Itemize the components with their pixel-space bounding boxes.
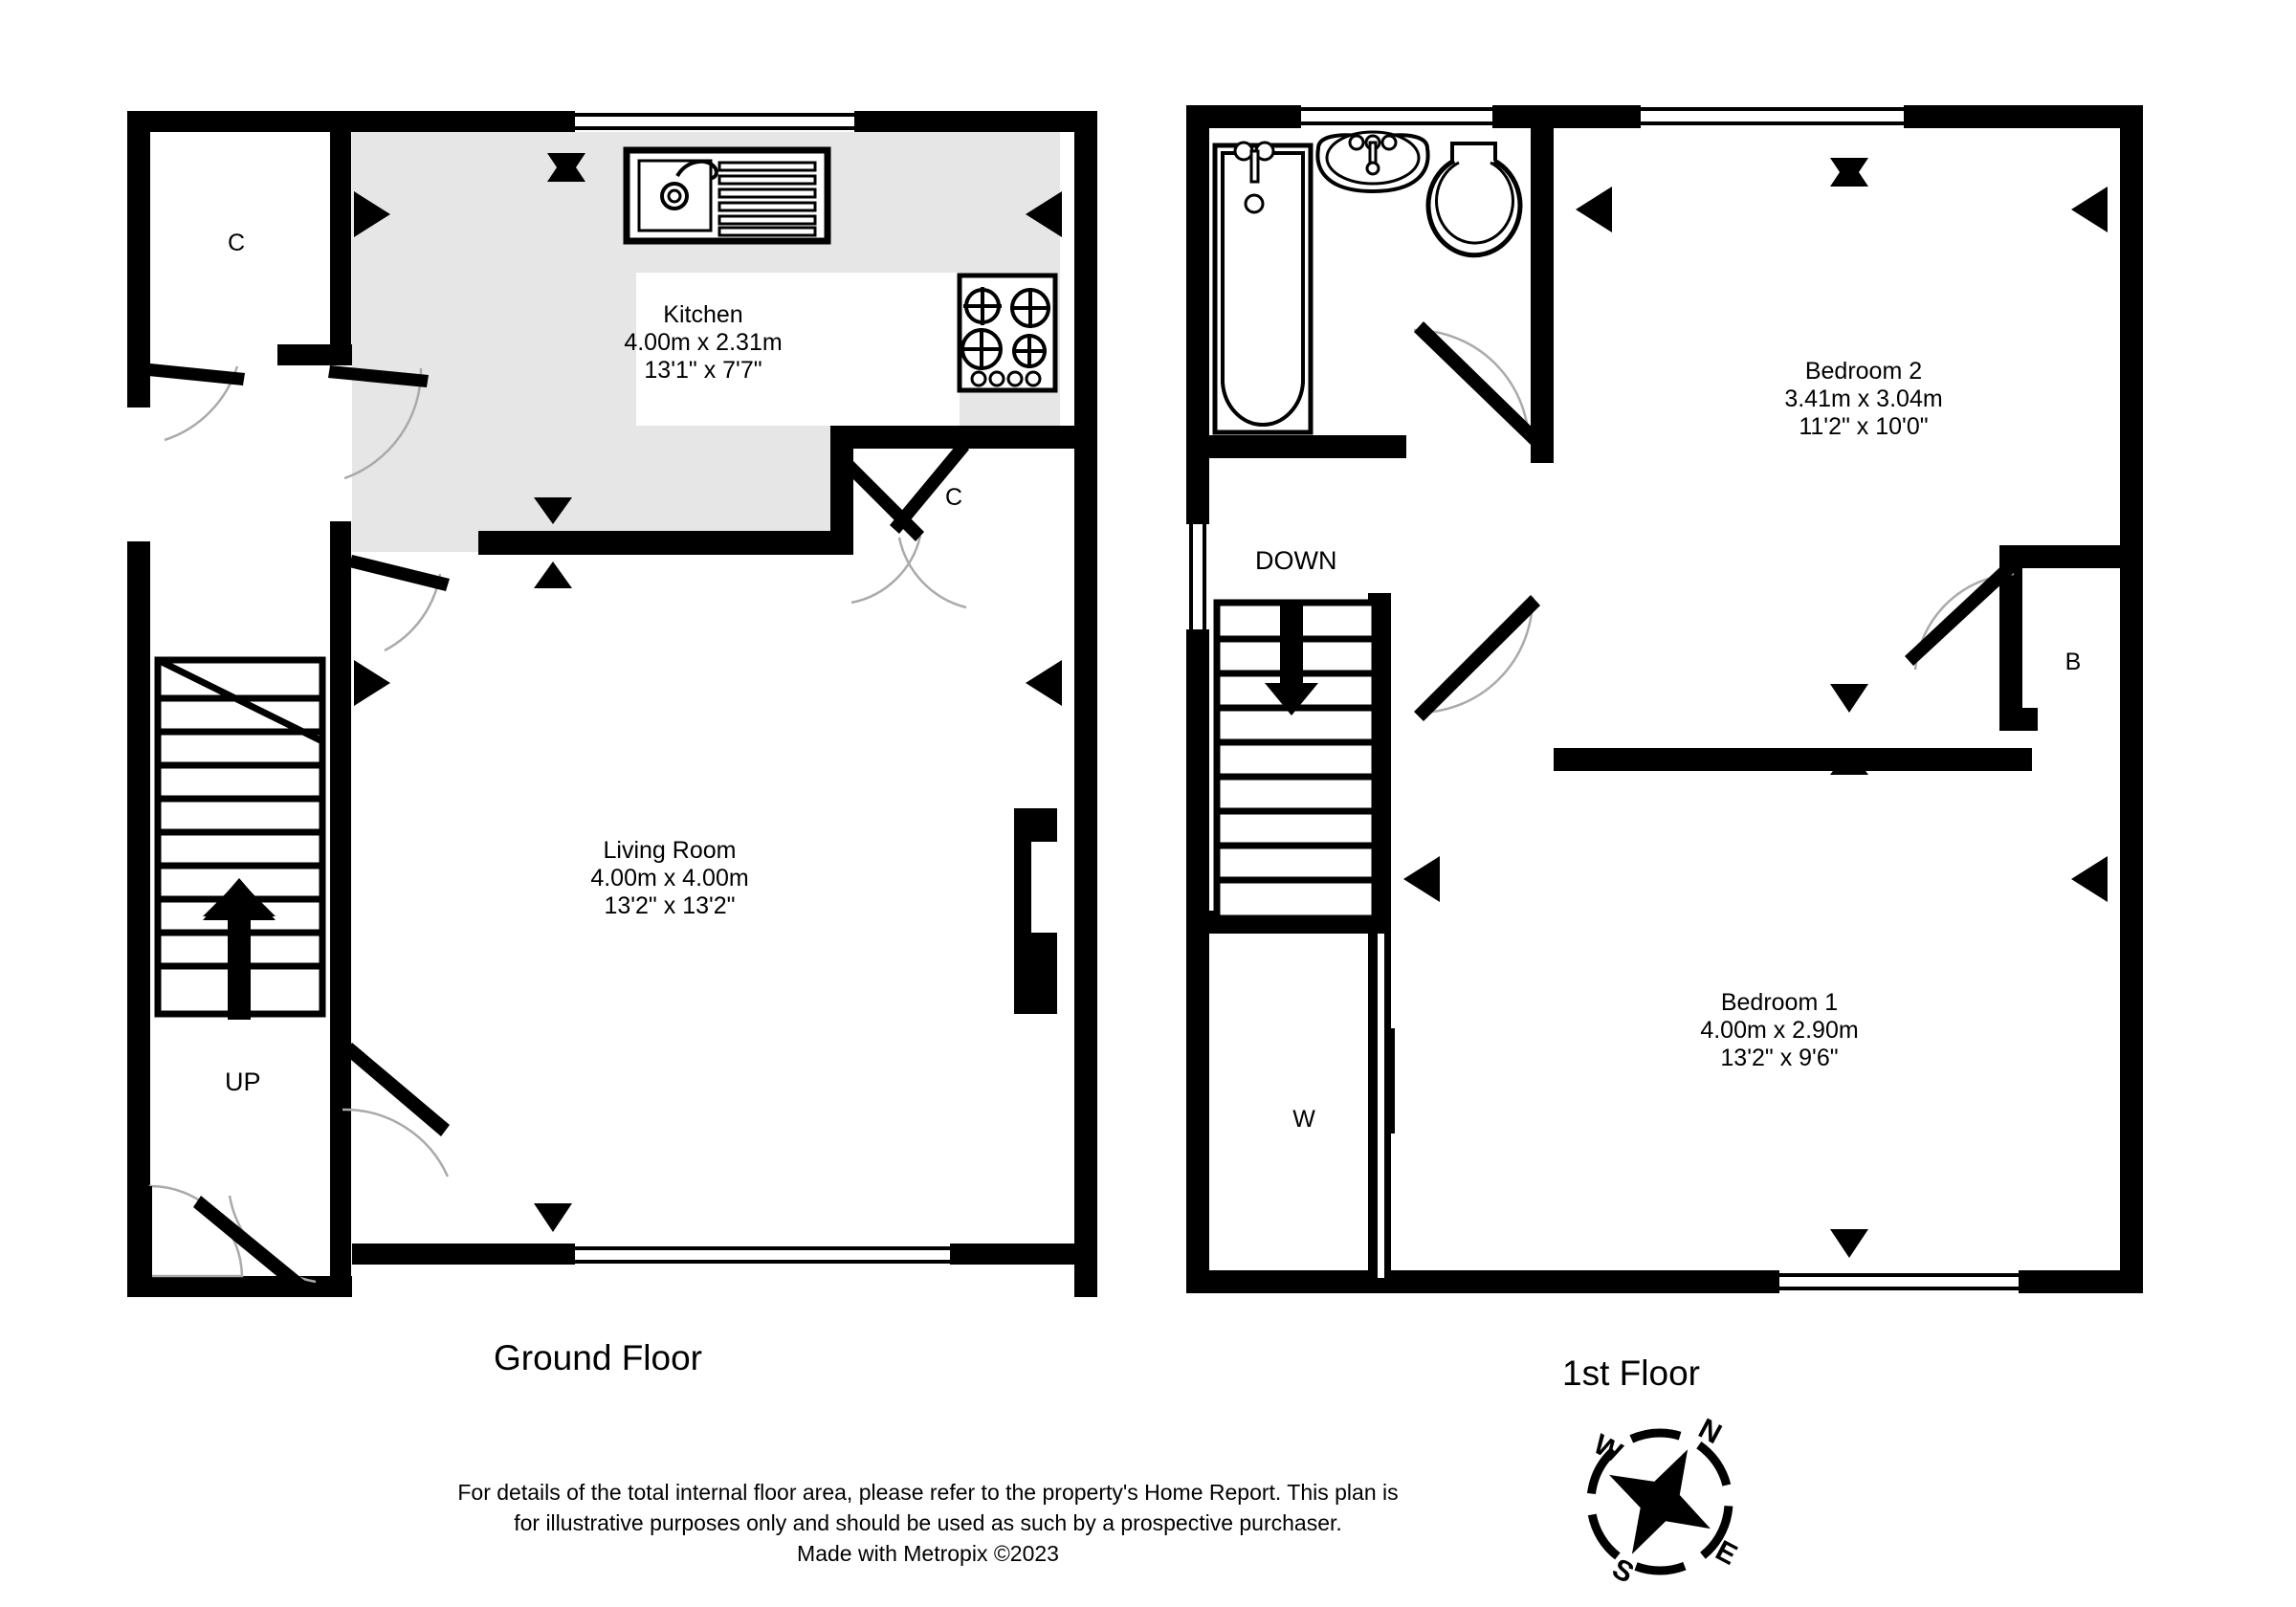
window-bedroom2-top [1641, 105, 1904, 128]
bedroom1-dim-imperial: 13'2" x 9'6" [1720, 1045, 1838, 1071]
kitchen-label-group: Kitchen 4.00m x 2.31m 13'1" x 7'7" [624, 301, 782, 384]
ground-floor-view-arrows [354, 153, 1062, 1232]
window-bathroom-top [1301, 105, 1492, 128]
kitchen-name: Kitchen [663, 301, 742, 328]
bedroom2-dim-imperial: 11'2" x 10'0" [1799, 413, 1928, 440]
bathroom-washbasin-fixture [1315, 130, 1430, 194]
ground-floor-title: Ground Floor [494, 1338, 702, 1377]
first-floor-windows [1186, 105, 2019, 1293]
living-room-label-group: Living Room 4.00m x 4.00m 13'2" x 13'2" [590, 837, 748, 919]
kitchen-sink-fixture [623, 146, 831, 245]
bedroom2-dim-metric: 3.41m x 3.04m [1784, 385, 1942, 412]
first-wardrobe-marker: W [1292, 1106, 1315, 1133]
living-room-dim-imperial: 13'2" x 13'2" [604, 892, 735, 919]
bedroom1-label-group: Bedroom 1 4.00m x 2.90m 13'2" x 9'6" [1700, 989, 1858, 1071]
footer-disclaimer: For details of the total internal floor … [457, 1480, 1398, 1566]
first-floor-plan: DOWN [1186, 105, 2143, 1393]
window-living-bottom [575, 1244, 950, 1265]
ground-cupboard-marker-2: C [945, 484, 962, 511]
first-stair-direction-label: DOWN [1255, 546, 1336, 575]
ground-stair-direction-label: UP [225, 1068, 261, 1096]
first-floor-title: 1st Floor [1562, 1354, 1700, 1393]
footer-line-2: for illustrative purposes only and shoul… [514, 1510, 1342, 1535]
living-room-name: Living Room [604, 837, 737, 864]
bedroom1-dim-metric: 4.00m x 2.90m [1700, 1017, 1858, 1044]
kitchen-hob-fixture [957, 273, 1058, 393]
first-floor-door-leaves [1414, 321, 2017, 721]
bedroom1-name: Bedroom 1 [1721, 989, 1838, 1016]
ground-floor-internal-walls [277, 111, 1074, 1276]
first-floor-staircase [1213, 599, 1379, 922]
ground-cupboard-marker-1: C [228, 230, 245, 256]
first-floor-view-arrows [1403, 158, 2108, 1258]
ground-floor-door-leaves [148, 363, 969, 1297]
bedroom2-label-group: Bedroom 2 3.41m x 3.04m 11'2" x 10'0" [1784, 358, 1942, 440]
footer-line-1: For details of the total internal floor … [457, 1480, 1398, 1505]
ground-floor-plan: UP [127, 111, 1097, 1377]
first-floor-wardrobe-line [1378, 934, 1395, 1278]
ground-floor-windows [575, 111, 950, 1265]
bathroom-bath-fixture [1212, 141, 1314, 435]
ground-floor-staircase [154, 656, 326, 1020]
first-boiler-marker: B [2065, 649, 2082, 675]
bathroom-wc-fixture [1425, 142, 1523, 258]
window-bedroom1-bottom [1779, 1270, 2019, 1293]
window-landing-left [1186, 524, 1209, 629]
bedroom2-name: Bedroom 2 [1805, 358, 1922, 385]
compass-rose [1586, 1428, 1733, 1575]
footer-line-3: Made with Metropix ©2023 [797, 1541, 1059, 1566]
window-kitchen-top [575, 111, 854, 132]
kitchen-dim-metric: 4.00m x 2.31m [624, 329, 782, 356]
kitchen-dim-imperial: 13'1" x 7'7" [644, 357, 762, 384]
living-room-dim-metric: 4.00m x 4.00m [590, 865, 748, 892]
living-room-radiator [1014, 808, 1057, 1014]
